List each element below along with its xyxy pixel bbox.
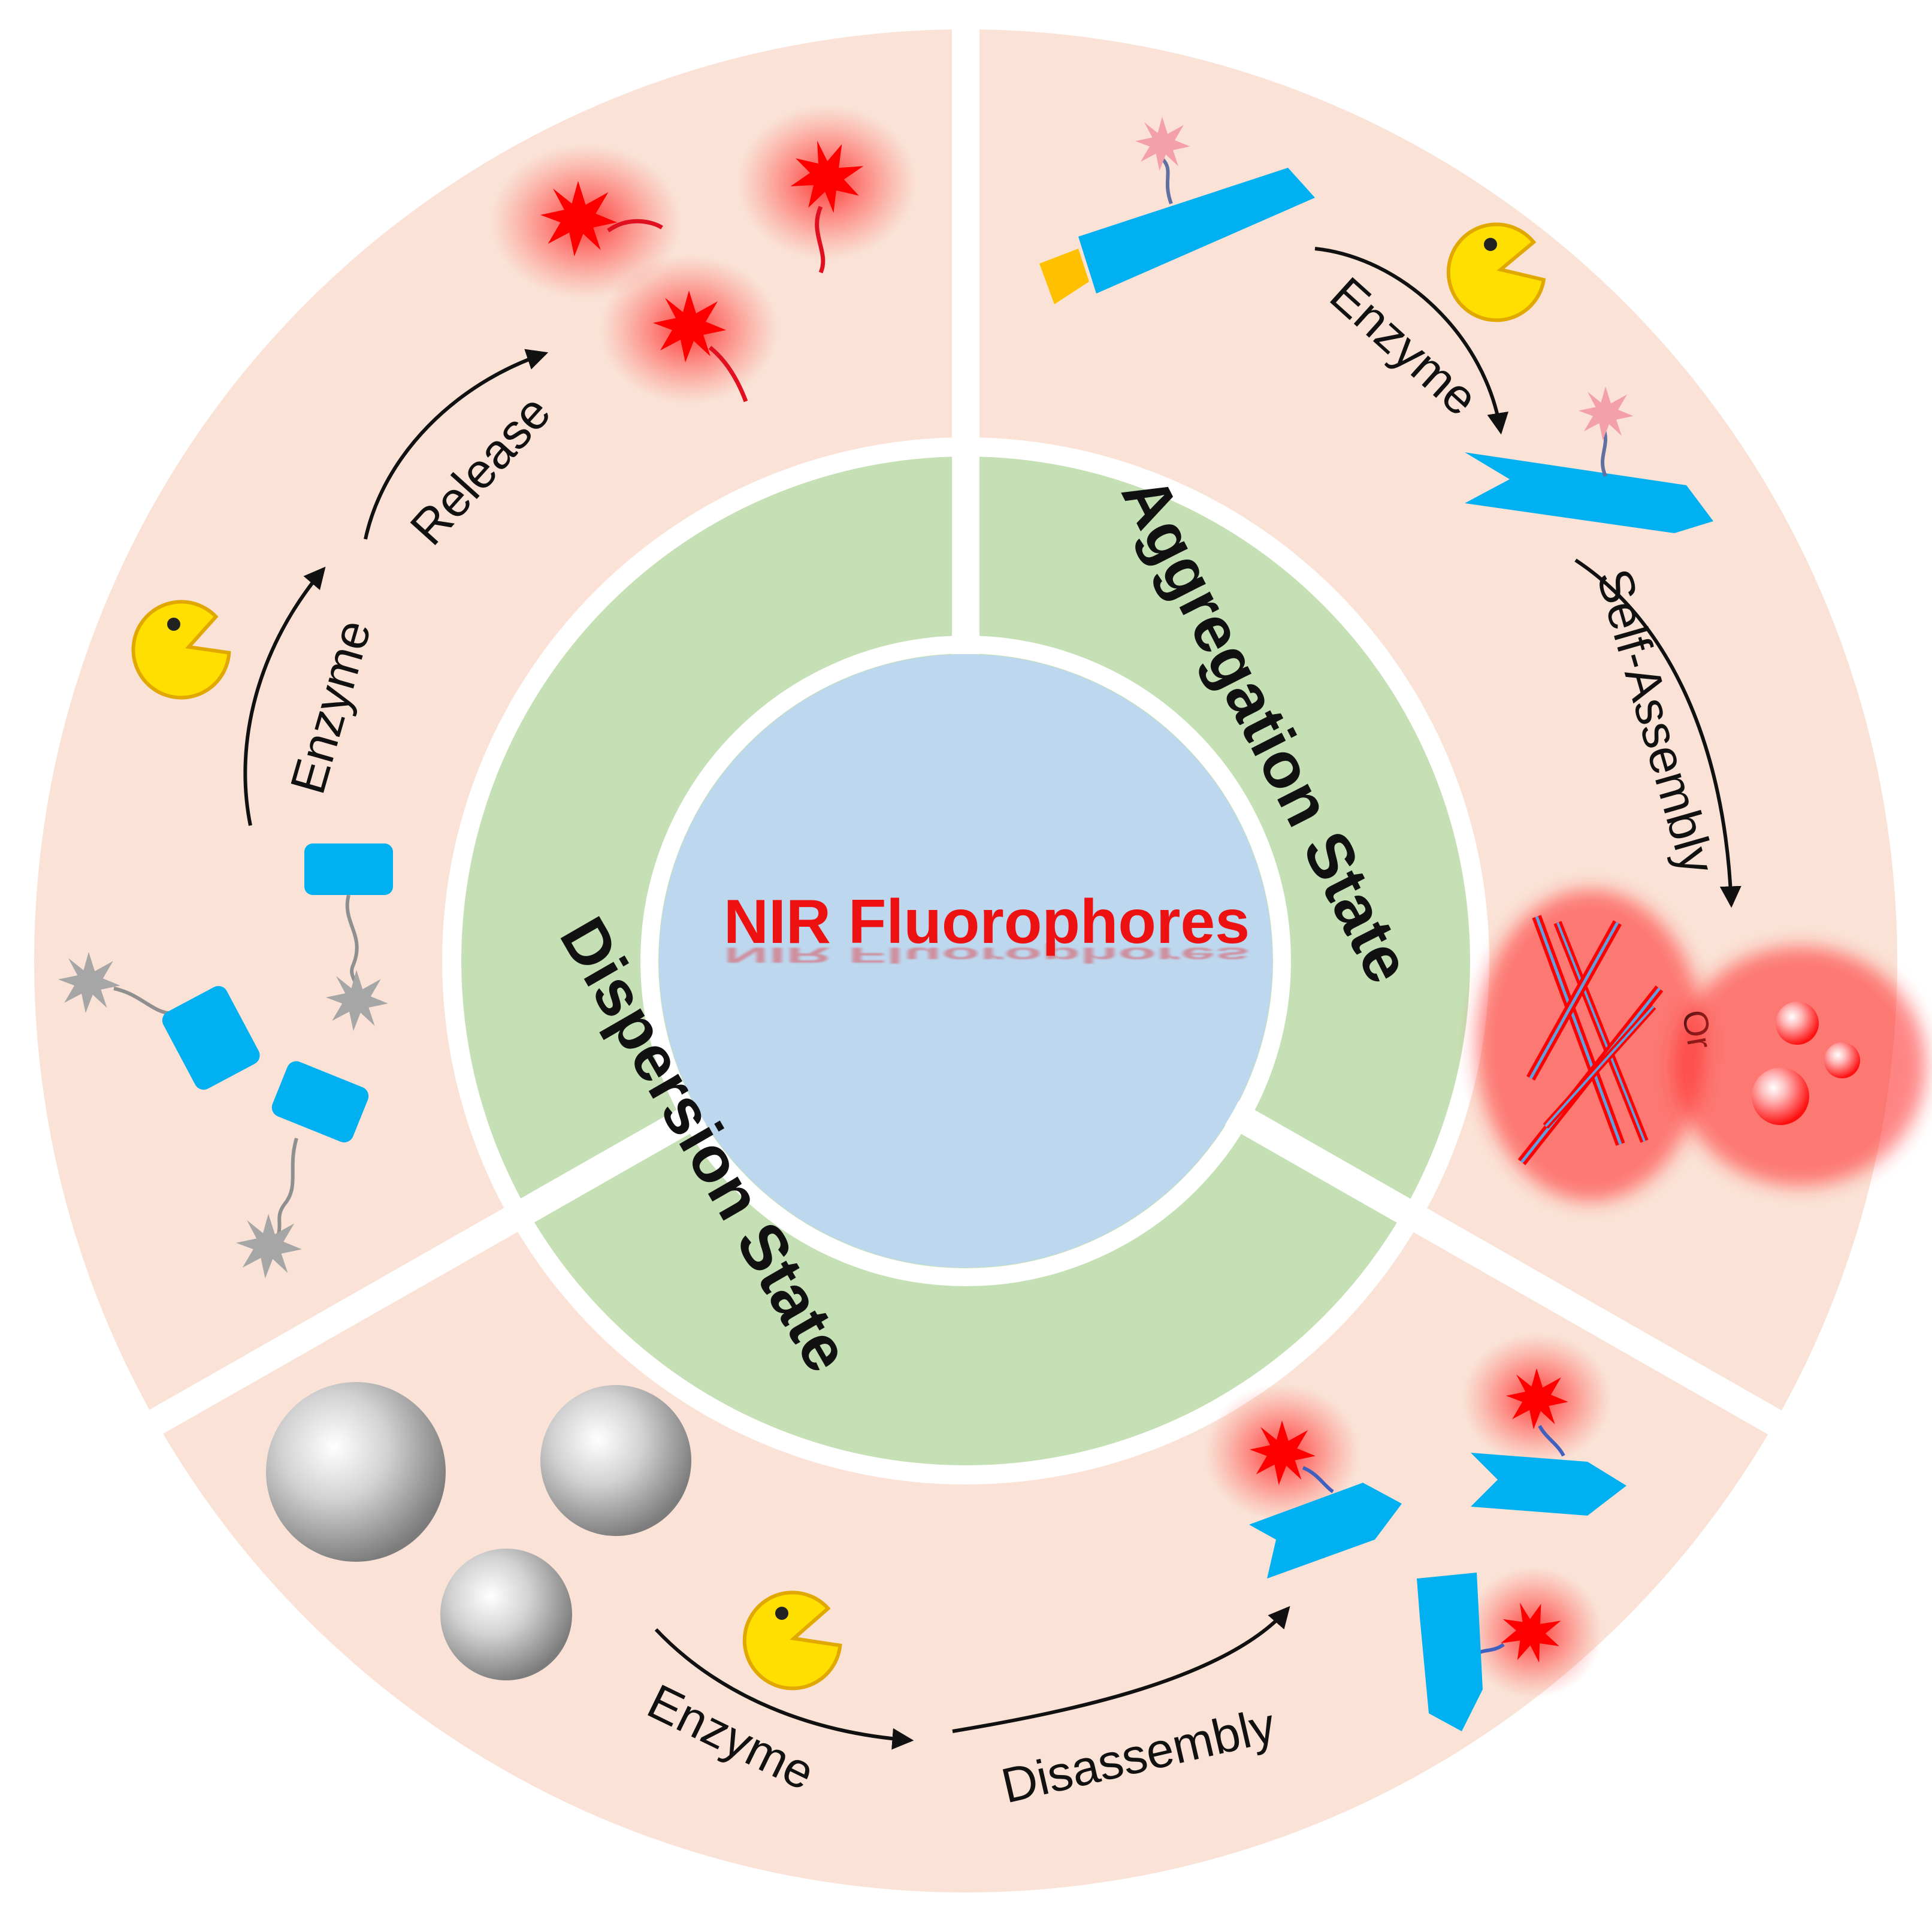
linker-line (1160, 157, 1173, 205)
enzyme-pacman-icon (1446, 222, 1546, 322)
linker-line (1538, 1425, 1565, 1457)
nanoparticle-sphere-icon (1824, 1042, 1860, 1078)
enzyme-arrow-icon (654, 1628, 914, 1750)
peptide-block-icon (1465, 452, 1713, 533)
released-fluorophore (737, 105, 917, 274)
nanoparticle-sphere-icon (266, 1382, 446, 1562)
red-nanoparticles (1674, 947, 1926, 1186)
linker-line (277, 1138, 298, 1235)
nanoparticle-sphere-icon (440, 1549, 572, 1680)
release-arrow-icon (364, 349, 549, 540)
core-fill (659, 654, 1272, 1268)
linker-line (1302, 1466, 1334, 1493)
released-probe (1462, 1333, 1626, 1516)
released-fluorophore (599, 255, 779, 404)
enzyme-arrow-icon (1314, 247, 1509, 435)
enzyme-arrow-icon (243, 566, 326, 826)
peptide-block-icon (1078, 168, 1315, 294)
nanoparticle-sphere-icon (540, 1385, 691, 1536)
self-assembly-arrow-icon (1574, 558, 1741, 908)
peptide-block-icon (162, 985, 260, 1090)
peptide-block-icon (1471, 1453, 1626, 1516)
peptide-block-icon (1249, 1483, 1402, 1579)
center-title: NIR Fluorophores (724, 887, 1250, 957)
released-fluorophore (490, 144, 682, 300)
disassembly-arrow-icon (952, 1605, 1290, 1733)
released-probe (1204, 1384, 1402, 1579)
capped-probe (1039, 117, 1315, 304)
released-probe (1417, 1567, 1603, 1731)
enzyme-pacman-icon (131, 600, 231, 700)
peptide-block-icon (304, 843, 393, 895)
nanoparticle-sphere-icon (1776, 1002, 1819, 1045)
peptide-block-icon (1417, 1573, 1483, 1731)
enzyme-pacman-icon (742, 1591, 842, 1691)
cleaved-probe (1465, 386, 1713, 533)
nanoparticle-sphere-icon (1752, 1068, 1809, 1125)
center-title-group: NIR Fluorophores NIR Fluorophores (724, 887, 1250, 967)
cap-icon (1039, 249, 1089, 304)
nanofiber-bundle (1477, 890, 1704, 1201)
peptide-block-icon (271, 1061, 369, 1142)
center-title-reflection: NIR Fluorophores (724, 943, 1250, 967)
